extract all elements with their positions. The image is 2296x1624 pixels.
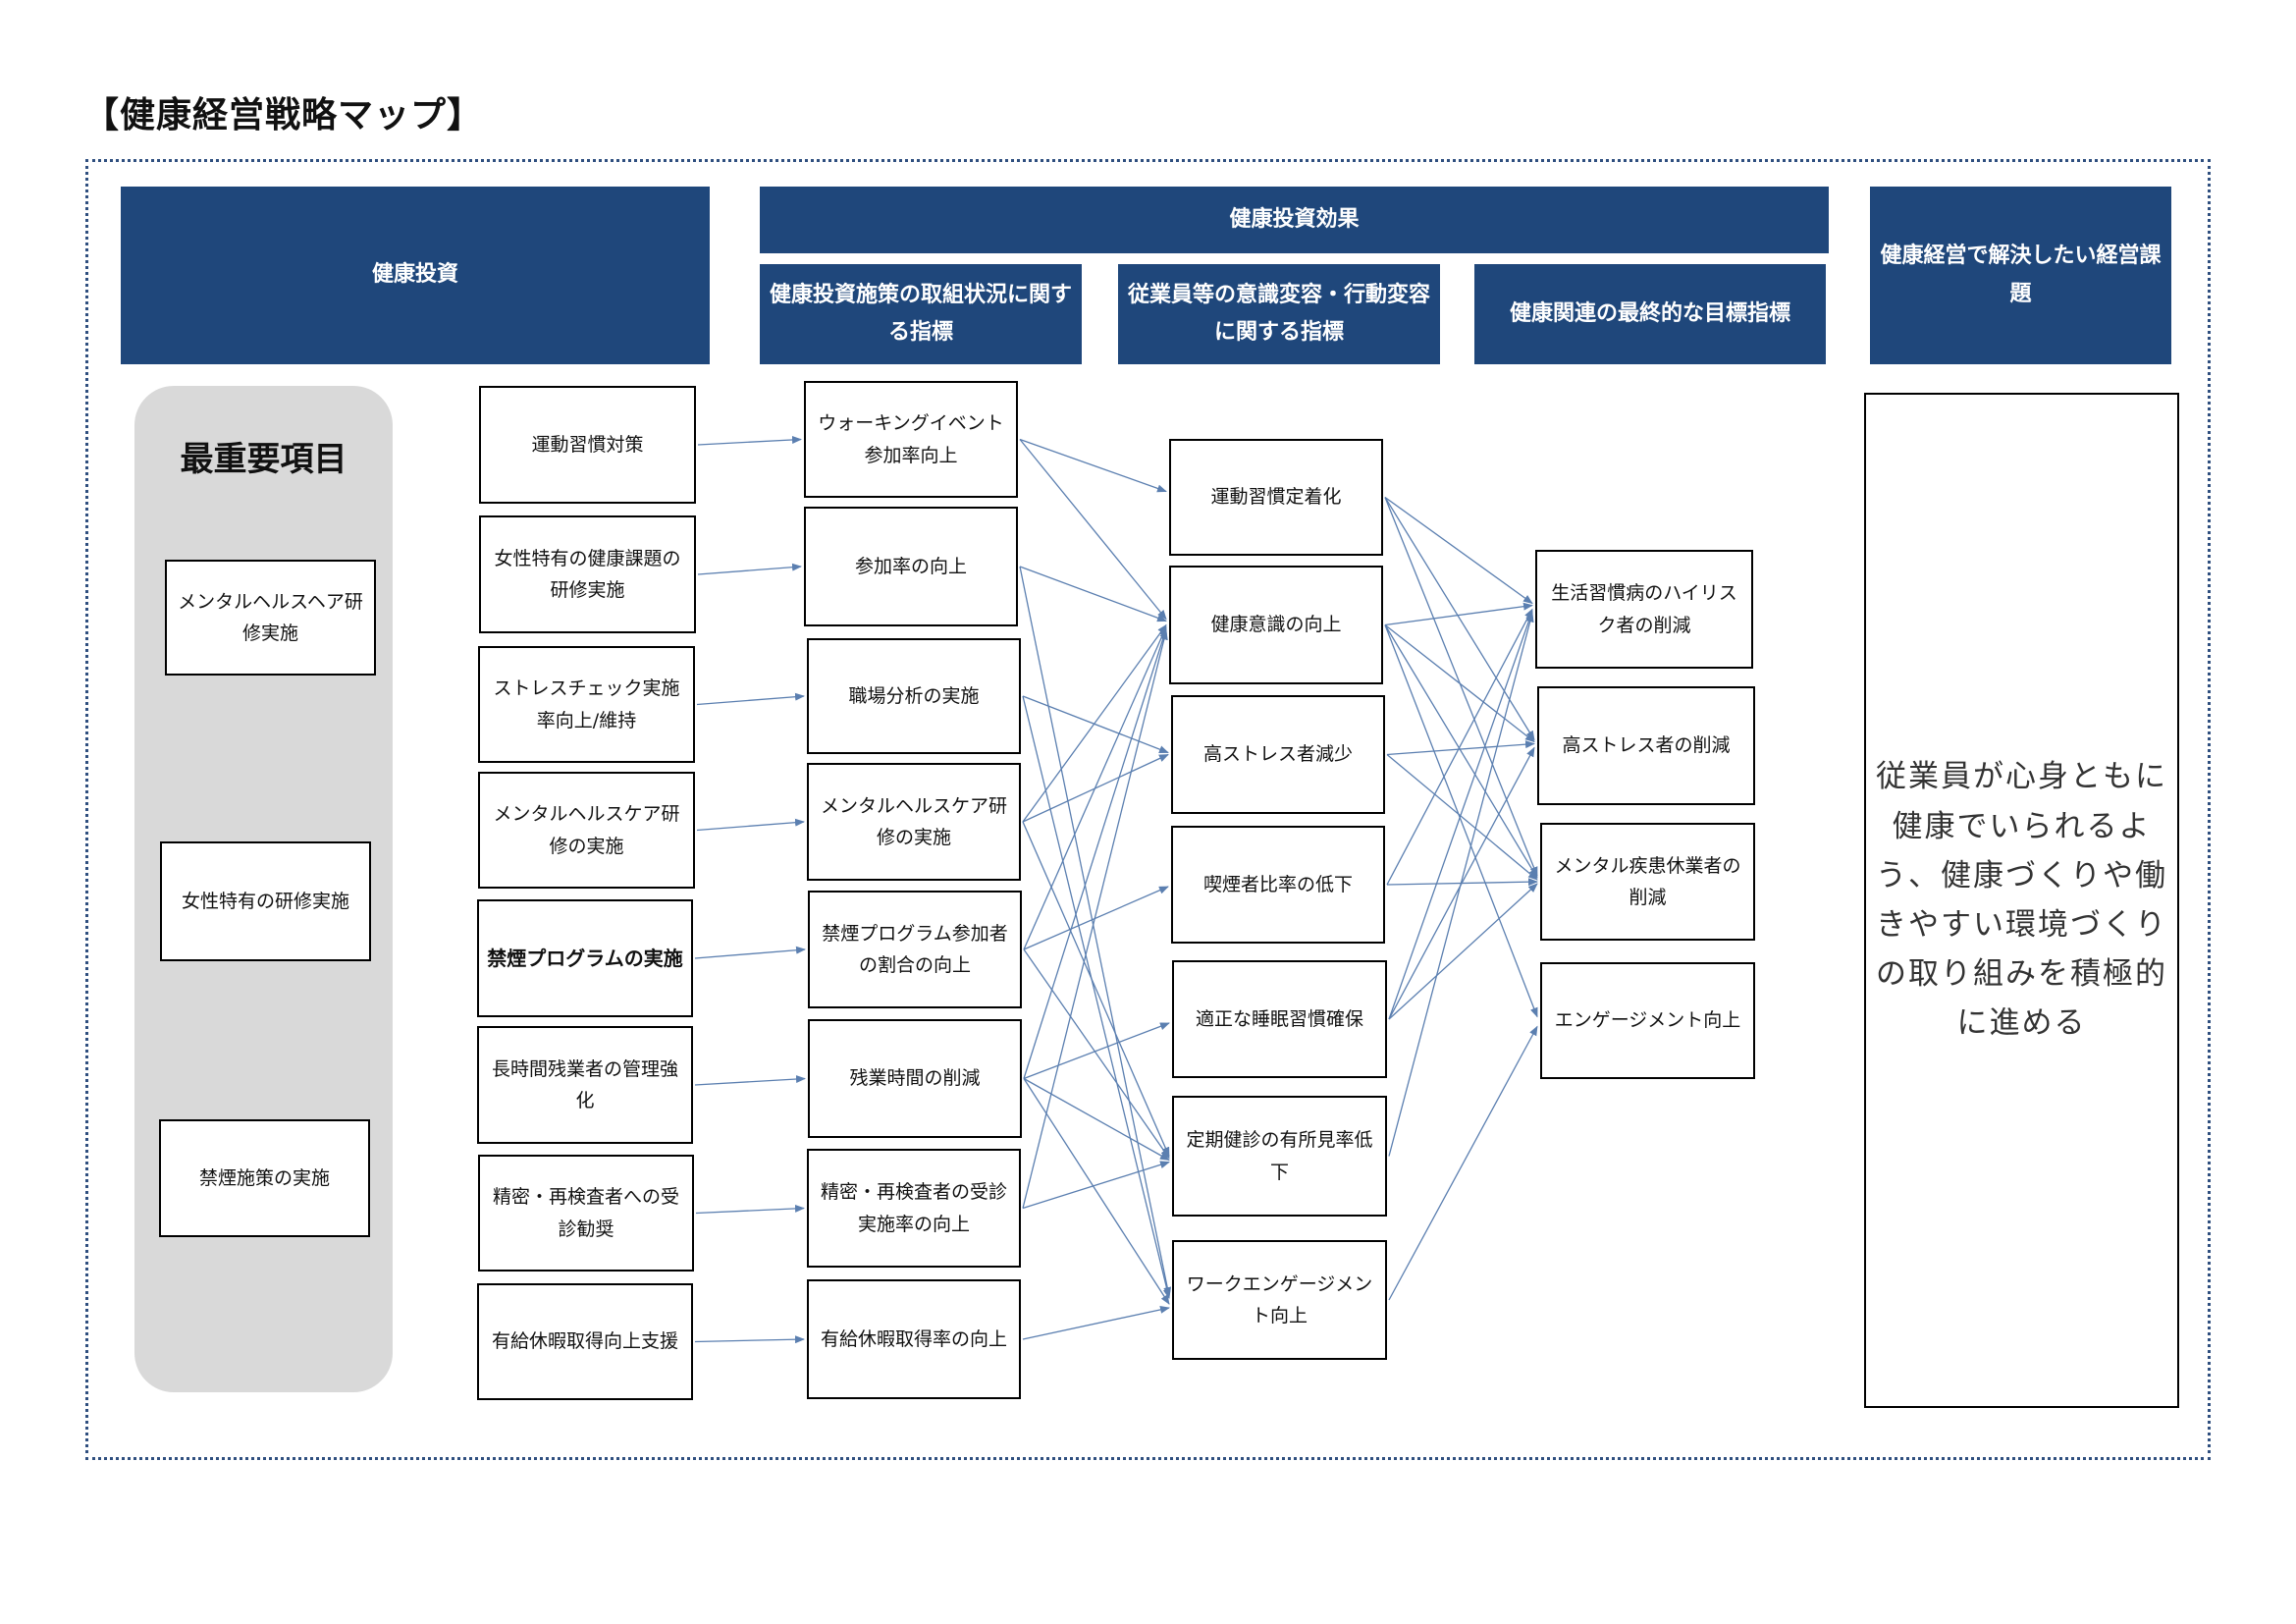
connector-arrow — [1019, 438, 1167, 493]
investment-box: 長時間残業者の管理強化 — [477, 1026, 693, 1144]
connector-arrow — [1023, 1078, 1170, 1305]
priority-item: 禁煙施策の実施 — [159, 1119, 370, 1237]
page-title: 【健康経営戦略マップ】 — [83, 95, 484, 135]
measure-indicator-box: 精密・再検査者の受診実施率の向上 — [807, 1149, 1021, 1268]
investment-box: 有給休暇取得向上支援 — [477, 1283, 693, 1400]
connector-arrow — [694, 946, 806, 959]
header-behavior-indicators: 従業員等の意識変容・行動変容に関する指標 — [1118, 264, 1440, 364]
header-investment: 健康投資 — [121, 187, 710, 364]
management-goal-box: 従業員が心身ともに健康でいられるよう、健康づくりや働きやすい環境づくりの取り組み… — [1864, 393, 2179, 1408]
investment-box: 女性特有の健康課題の研修実施 — [479, 515, 696, 633]
final-indicator-box: メンタル疾患休業者の削減 — [1540, 823, 1755, 941]
investment-box: 禁煙プログラムの実施 — [477, 899, 693, 1017]
connector-arrow — [1384, 624, 1538, 879]
measure-indicator-box: 禁煙プログラム参加者の割合の向上 — [808, 891, 1022, 1008]
header-measure-indicators: 健康投資施策の取組状況に関する指標 — [760, 264, 1082, 364]
investment-box: 運動習慣対策 — [479, 386, 696, 504]
behavior-indicator-box: 適正な睡眠習慣確保 — [1172, 960, 1387, 1078]
connector-arrow — [1384, 496, 1533, 605]
priority-item: 女性特有の研修実施 — [160, 841, 371, 961]
connector-arrow — [1386, 740, 1535, 756]
header-final-indicators: 健康関連の最終的な目標指標 — [1474, 264, 1826, 364]
header-effects: 健康投資効果 — [760, 187, 1829, 253]
connector-arrow — [1388, 883, 1538, 1020]
measure-indicator-box: 有給休暇取得率の向上 — [807, 1279, 1021, 1399]
connector-arrow — [1022, 695, 1171, 1299]
connector-arrow — [1388, 1025, 1538, 1301]
connector-arrow — [1023, 1022, 1170, 1080]
connector-arrow — [1386, 608, 1533, 886]
connector-arrow — [1022, 623, 1167, 823]
connector-arrow — [1023, 948, 1170, 1160]
behavior-indicator-box: 高ストレス者減少 — [1171, 695, 1385, 814]
connector-arrow — [1022, 1305, 1170, 1340]
connector-arrow — [1388, 612, 1534, 1157]
header-management-issue: 健康経営で解決したい経営課題 — [1870, 187, 2171, 364]
management-goal-text: 従業員が心身ともに健康でいられるよう、健康づくりや働きやすい環境づくりの取り組み… — [1876, 759, 2167, 1042]
connector-arrow — [697, 563, 802, 575]
measure-indicator-box: メンタルヘルスケア研修の実施 — [807, 763, 1021, 881]
connector-arrow — [1388, 610, 1533, 1020]
connector-arrow — [1022, 1161, 1170, 1210]
final-indicator-box: エンゲージメント向上 — [1540, 962, 1755, 1079]
connector-arrow — [1023, 886, 1169, 950]
connector-arrow — [696, 818, 805, 832]
measure-indicator-box: 職場分析の実施 — [807, 638, 1021, 754]
connector-arrow — [1023, 625, 1167, 950]
final-indicator-box: 高ストレス者の削減 — [1537, 686, 1755, 805]
connector-arrow — [694, 1335, 805, 1344]
measure-indicator-box: 参加率の向上 — [804, 507, 1018, 626]
connector-arrow — [1023, 1077, 1170, 1162]
connector-arrow — [1384, 602, 1533, 626]
behavior-indicator-box: 喫煙者比率の低下 — [1171, 826, 1385, 944]
measure-indicator-box: 残業時間の削減 — [808, 1019, 1022, 1138]
investment-box: 精密・再検査者への受診勧奨 — [478, 1155, 694, 1272]
behavior-indicator-box: ワークエンゲージメント向上 — [1172, 1240, 1387, 1360]
map-frame — [85, 159, 2211, 1460]
connector-arrow — [1019, 566, 1172, 1297]
investment-box: ストレスチェック実施率向上/維持 — [478, 646, 695, 763]
connector-arrow — [1019, 439, 1167, 621]
connector-arrow — [1384, 497, 1535, 741]
investment-box: メンタルヘルスケア研修の実施 — [478, 772, 695, 889]
final-indicator-box: 生活習慣病のハイリスク者の削減 — [1535, 550, 1753, 669]
connector-arrow — [694, 1075, 806, 1086]
connector-arrow — [1022, 821, 1170, 1158]
connector-arrow — [695, 1204, 805, 1215]
priority-item: メンタルヘルスヘア研修実施 — [165, 560, 376, 676]
connector-arrow — [1022, 629, 1168, 1209]
priority-title: 最重要項目 — [180, 440, 347, 479]
connector-arrow — [1384, 624, 1538, 1018]
behavior-indicator-box: 健康意識の向上 — [1169, 566, 1383, 684]
behavior-indicator-box: 定期健診の有所見率低下 — [1172, 1096, 1387, 1217]
connector-arrow — [1023, 627, 1168, 1079]
connector-arrow — [696, 692, 805, 706]
connector-arrow — [1384, 623, 1535, 743]
measure-indicator-box: ウォーキングイベント参加率向上 — [804, 381, 1018, 498]
connector-arrow — [1019, 566, 1167, 623]
connector-arrow — [697, 435, 802, 446]
connector-arrow — [1386, 754, 1538, 881]
connector-arrow — [1384, 497, 1538, 877]
connector-arrow — [1022, 695, 1169, 754]
behavior-indicator-box: 運動習慣定着化 — [1169, 439, 1383, 556]
